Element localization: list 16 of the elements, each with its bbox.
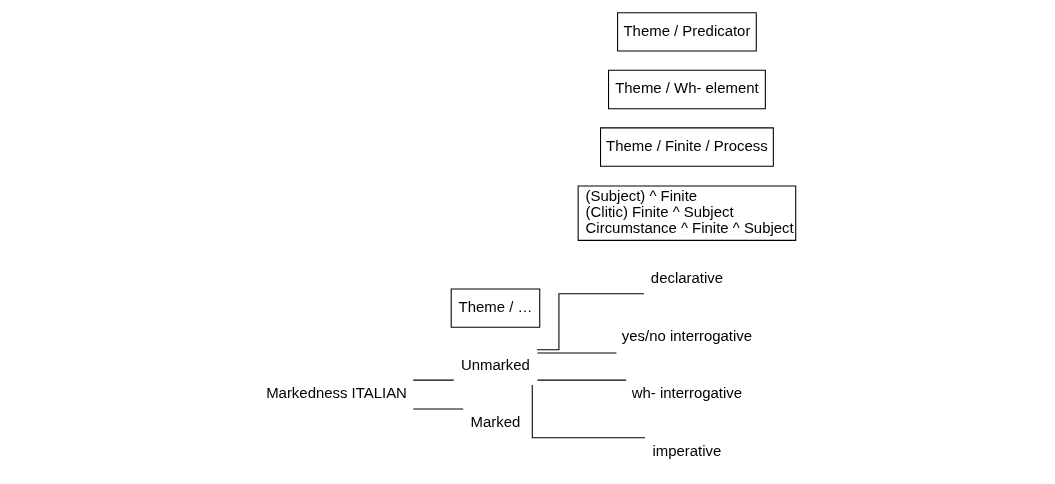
node-box: Theme / Wh- element (607, 69, 766, 110)
node-box: Theme / Finite / Process (599, 127, 774, 167)
node-box: Theme / Predicator (616, 12, 757, 52)
node-text: imperative (652, 442, 721, 460)
node-box: (Subject) ^ Finite (Clitic) Finite ^ Subject Circumstance ^ Finite ^ Subject (577, 185, 796, 241)
node-box: Theme / … (450, 288, 540, 328)
connector (536, 379, 627, 381)
node-text: declarative (650, 269, 723, 287)
connector (412, 379, 454, 381)
node-text: Markedness ITALIAN (265, 384, 407, 402)
node-text: wh- interrogative (631, 384, 742, 402)
node-text: yes/no interrogative (621, 326, 752, 344)
node-text: Marked (470, 413, 520, 431)
node-text: Unmarked (460, 355, 530, 373)
connector (536, 293, 644, 351)
connector (531, 384, 646, 439)
